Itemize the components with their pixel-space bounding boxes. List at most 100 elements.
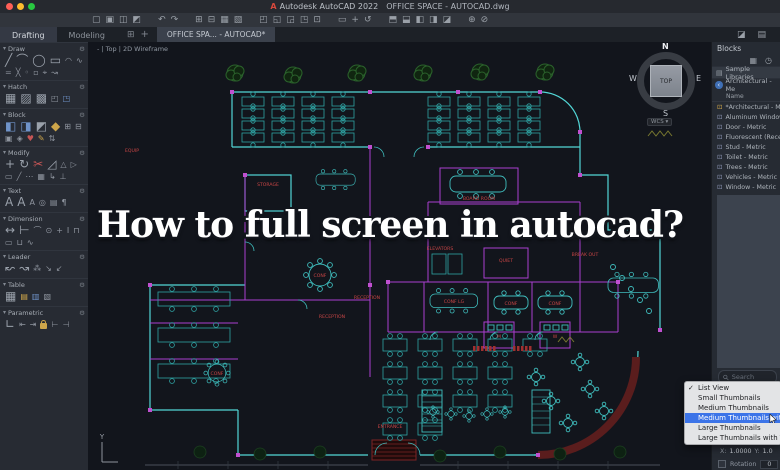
palette-icon[interactable]: ▤ (20, 292, 28, 301)
palette-icon[interactable]: ▭ (5, 238, 13, 247)
palette-icon[interactable]: ◦ (24, 68, 30, 77)
collapse-caret-icon[interactable]: ▾ (3, 187, 7, 194)
palette-icon[interactable]: A (17, 195, 26, 209)
toolbar-icon[interactable]: ⊘ (480, 14, 489, 25)
palette-icon[interactable]: ╳ (15, 68, 21, 77)
view-cube-top-face[interactable]: TOP (650, 65, 682, 97)
file-tab[interactable]: OFFICE SPA... - AUTOCAD* (156, 27, 276, 42)
sample-libraries-row[interactable]: ▤ Sample Libraries (712, 65, 780, 81)
palette-icon[interactable]: ↙ (55, 264, 63, 273)
new-tab-button[interactable]: + (140, 29, 149, 40)
palette-icon[interactable]: ◳ (62, 94, 71, 103)
palette-icon[interactable]: ⊞ (64, 122, 71, 131)
palette-icon[interactable]: ¶ (61, 198, 67, 207)
toolbar-icon[interactable]: ⬒ (388, 14, 398, 25)
palette-icon[interactable]: ∿ (76, 56, 83, 65)
palette-icon[interactable]: ⊟ (74, 122, 82, 131)
palette-icon[interactable]: ⊙ (45, 226, 53, 235)
palette-icon[interactable]: ◎ (38, 198, 46, 207)
x-value[interactable]: 1.0000 (729, 448, 752, 455)
gear-icon[interactable]: ⚙ (79, 214, 85, 223)
toolbar-icon[interactable]: ▣ (105, 14, 115, 25)
palette-icon[interactable]: ∟ (5, 317, 16, 331)
block-list-item[interactable]: ⊡ Window - Metric (717, 183, 777, 191)
toolbar-icon[interactable]: ◰ (259, 14, 268, 25)
block-list-item[interactable]: ⊡ Fluorescent (Rece... (717, 133, 780, 141)
toolbar-icon[interactable]: + (351, 14, 359, 25)
toolbar-icon[interactable]: ⊞ (195, 14, 203, 25)
palette-icon[interactable]: ⊔ (16, 238, 23, 247)
tab-modeling[interactable]: Modeling (68, 31, 105, 40)
block-list-item[interactable]: ⊡ Door - Metric (717, 123, 767, 131)
palette-icon[interactable]: ▧ (43, 292, 52, 301)
view-cube-ring[interactable] (637, 52, 695, 110)
back-arrow-icon[interactable]: ‹ (715, 81, 723, 89)
palette-icon[interactable]: ↝ (51, 68, 58, 77)
blocks-header-icon[interactable]: ◷ (765, 55, 772, 65)
palette-icon[interactable]: ⇥ (29, 320, 37, 329)
drawing-canvas[interactable]: - | Top | 2D Wireframe (88, 42, 712, 470)
palette-icon[interactable]: ◧ (5, 119, 17, 133)
view-cube-west[interactable]: W (629, 74, 637, 83)
view-cube-south[interactable]: S (663, 109, 669, 118)
palette-icon[interactable]: ◰ (51, 94, 59, 103)
palette-icon[interactable]: ▷ (70, 160, 77, 169)
palette-icon[interactable]: ▭ (49, 53, 62, 67)
palette-icon[interactable]: I (66, 226, 70, 235)
panel-icon[interactable]: ▤ (757, 29, 766, 40)
palette-icon[interactable]: ▫ (33, 68, 39, 77)
palette-icon[interactable]: ⌒ (16, 53, 29, 67)
viewport-controls[interactable]: - | Top | 2D Wireframe (97, 45, 169, 53)
view-cube-east[interactable]: E (695, 74, 701, 83)
block-list-item[interactable]: ⊡ Aluminum Window... (717, 113, 780, 121)
lock-icon[interactable] (40, 320, 48, 329)
palette-icon[interactable]: ↳ (48, 172, 56, 181)
menu-item[interactable]: Large Thumbnails (698, 424, 761, 432)
palette-icon[interactable]: ⇤ (19, 320, 26, 329)
palette-icon[interactable]: ⇅ (48, 134, 56, 143)
gear-icon[interactable]: ⚙ (79, 110, 85, 119)
gear-icon[interactable]: ⚙ (79, 280, 85, 289)
palette-icon[interactable]: ◈ (16, 134, 23, 143)
panel-icon[interactable]: ◪ (736, 29, 746, 40)
toolbar-icon[interactable]: ◪ (442, 14, 452, 25)
palette-icon[interactable]: ▦ (5, 289, 17, 303)
collapse-caret-icon[interactable]: ▾ (3, 45, 7, 52)
palette-icon[interactable]: △ (60, 160, 67, 169)
palette-icon[interactable]: A (5, 195, 14, 209)
toolbar-icon[interactable]: ◧ (415, 14, 425, 25)
palette-icon[interactable]: ◿ (47, 157, 57, 171)
close-window-button[interactable] (6, 3, 13, 10)
palette-icon[interactable]: ↘ (45, 264, 52, 273)
gear-icon[interactable]: ⚙ (79, 148, 85, 157)
collapse-caret-icon[interactable]: ▾ (3, 253, 7, 260)
toolbar-icon[interactable]: ◱ (272, 14, 282, 25)
gear-icon[interactable]: ⚙ (79, 44, 85, 53)
palette-icon[interactable]: ⊢ (19, 223, 30, 237)
palette-icon[interactable]: + (56, 226, 63, 235)
menu-item[interactable]: ✓ List View (688, 384, 730, 392)
toolbar-icon[interactable]: ◳ (299, 14, 309, 25)
menu-item[interactable]: Small Thumbnails (698, 394, 761, 402)
palette-icon[interactable]: ◆ (51, 119, 61, 133)
palette-icon[interactable]: ⌒ (33, 226, 42, 235)
palette-icon[interactable]: ▣ (5, 134, 13, 143)
palette-icon[interactable]: ▨ (20, 91, 32, 105)
palette-icon[interactable]: + (5, 157, 16, 171)
collapse-caret-icon[interactable]: ▾ (3, 215, 7, 222)
palette-icon[interactable]: ◩ (35, 119, 48, 133)
palette-icon[interactable]: ⁂ (33, 264, 42, 273)
rotation-value[interactable]: 0 (760, 459, 779, 469)
toolbar-icon[interactable]: ↺ (363, 14, 372, 25)
fullscreen-window-button[interactable] (28, 3, 35, 10)
palette-icon[interactable]: ↔ (5, 223, 16, 237)
toolbar-icon[interactable]: ⬓ (402, 14, 411, 25)
palette-icon[interactable]: A (29, 198, 35, 207)
menu-item[interactable]: Medium Thumbnails (698, 404, 769, 412)
toolbar-icon[interactable]: ▢ (92, 14, 101, 25)
palette-icon[interactable]: ▤ (49, 198, 58, 207)
palette-icon[interactable]: ✂ (33, 157, 44, 171)
palette-icon[interactable]: ▥ (31, 292, 40, 301)
palette-icon[interactable]: ⊓ (73, 226, 80, 235)
palette-icon[interactable]: ♥ (26, 134, 34, 143)
